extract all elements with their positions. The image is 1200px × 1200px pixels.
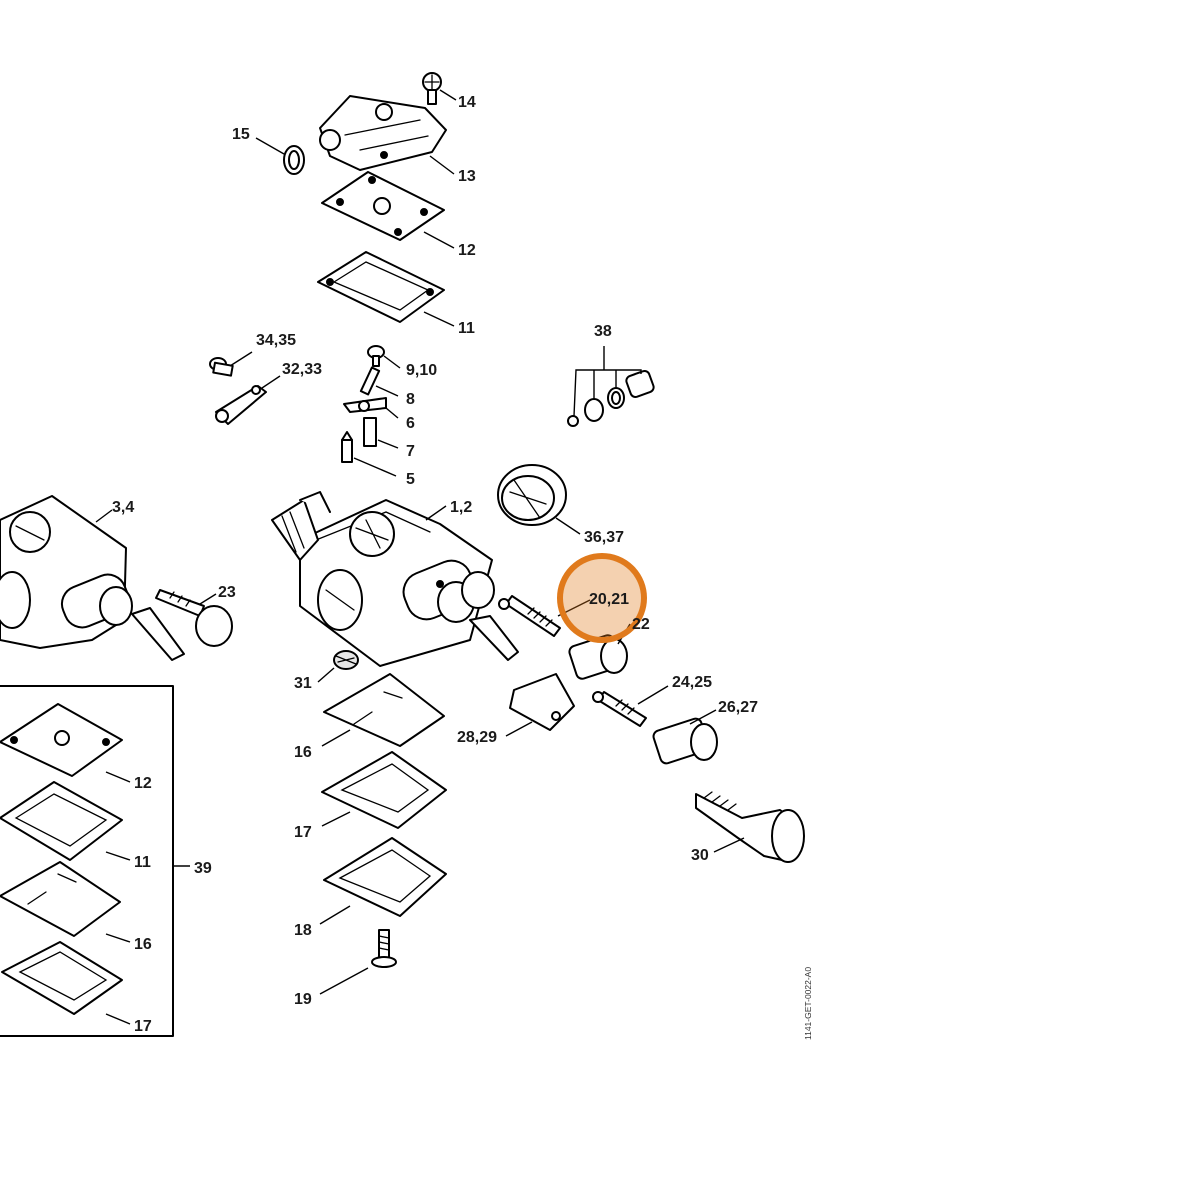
kit-39-box <box>0 685 174 1037</box>
screw-19 <box>371 929 397 968</box>
part-label: 23 <box>218 584 236 601</box>
part-label: 22 <box>632 616 650 633</box>
part-label: 38 <box>594 323 612 340</box>
cover-18 <box>323 837 447 917</box>
lever-6 <box>343 397 387 413</box>
part-label: 31 <box>294 675 312 692</box>
parts-38 <box>567 369 655 427</box>
cap-22 <box>568 634 628 680</box>
cover-28-29 <box>509 673 575 731</box>
pump-primer-30 <box>695 791 805 863</box>
screw-9-10 <box>367 345 385 367</box>
part-label: 39 <box>194 860 212 877</box>
screw-14 <box>422 72 442 105</box>
part-label: 3,4 <box>112 499 134 516</box>
part-label: 28,29 <box>457 729 497 746</box>
cover-13 <box>319 95 447 171</box>
part-label: 12 <box>134 775 152 792</box>
screw-34-35 <box>209 357 234 377</box>
part-label: 26,27 <box>718 699 758 716</box>
screw-24-25 <box>592 691 647 727</box>
part-label: 36,37 <box>584 529 624 546</box>
part-label: 18 <box>294 922 312 939</box>
pump-36-37 <box>497 464 567 526</box>
part-labels: 14 15 13 12 11 34,35 32,33 9,10 8 6 7 5 … <box>112 94 758 1035</box>
cap-26-27 <box>652 717 718 765</box>
carburetor-body-3-4 <box>0 495 185 661</box>
part-label: 14 <box>458 94 476 111</box>
part-label: 11 <box>458 320 475 337</box>
part-label: 9,10 <box>406 362 437 379</box>
part-label: 11 <box>134 854 151 871</box>
screen-31 <box>333 650 359 670</box>
part-label: 5 <box>406 471 415 488</box>
part-label: 19 <box>294 991 312 1008</box>
part-label: 8 <box>406 391 415 408</box>
part-label: 30 <box>691 847 709 864</box>
part-label: 6 <box>406 415 415 432</box>
part-label: 16 <box>294 744 312 761</box>
spring-7 <box>363 417 377 447</box>
part-label: 32,33 <box>282 361 322 378</box>
screw-23 <box>155 589 233 647</box>
drawing-code: 1141-GET-0022-A0 <box>803 967 813 1040</box>
highlight-marker <box>557 553 647 643</box>
part-label: 24,25 <box>672 674 712 691</box>
part-label: 34,35 <box>256 332 296 349</box>
needle-5 <box>341 431 353 463</box>
ring-15 <box>283 145 305 175</box>
part-label: 15 <box>232 126 250 143</box>
leader-lines <box>95 89 745 1025</box>
carburetor-body-1-2 <box>271 491 519 667</box>
part-label: 16 <box>134 936 152 953</box>
part-label: 17 <box>294 824 312 841</box>
part-label: 7 <box>406 443 415 460</box>
lever-32-33 <box>215 385 267 425</box>
gasket-17 <box>321 751 447 829</box>
part-label: 17 <box>134 1018 152 1035</box>
part-label: 12 <box>458 242 476 259</box>
plate-16 <box>323 673 445 747</box>
highlighted-part-label: 20,21 <box>589 591 629 608</box>
part-label: 13 <box>458 168 476 185</box>
pin-8 <box>359 366 381 396</box>
part-label: 1,2 <box>450 499 472 516</box>
diaphragm-12 <box>321 171 445 241</box>
gasket-11 <box>317 251 445 323</box>
screw-20-21 <box>498 595 561 637</box>
